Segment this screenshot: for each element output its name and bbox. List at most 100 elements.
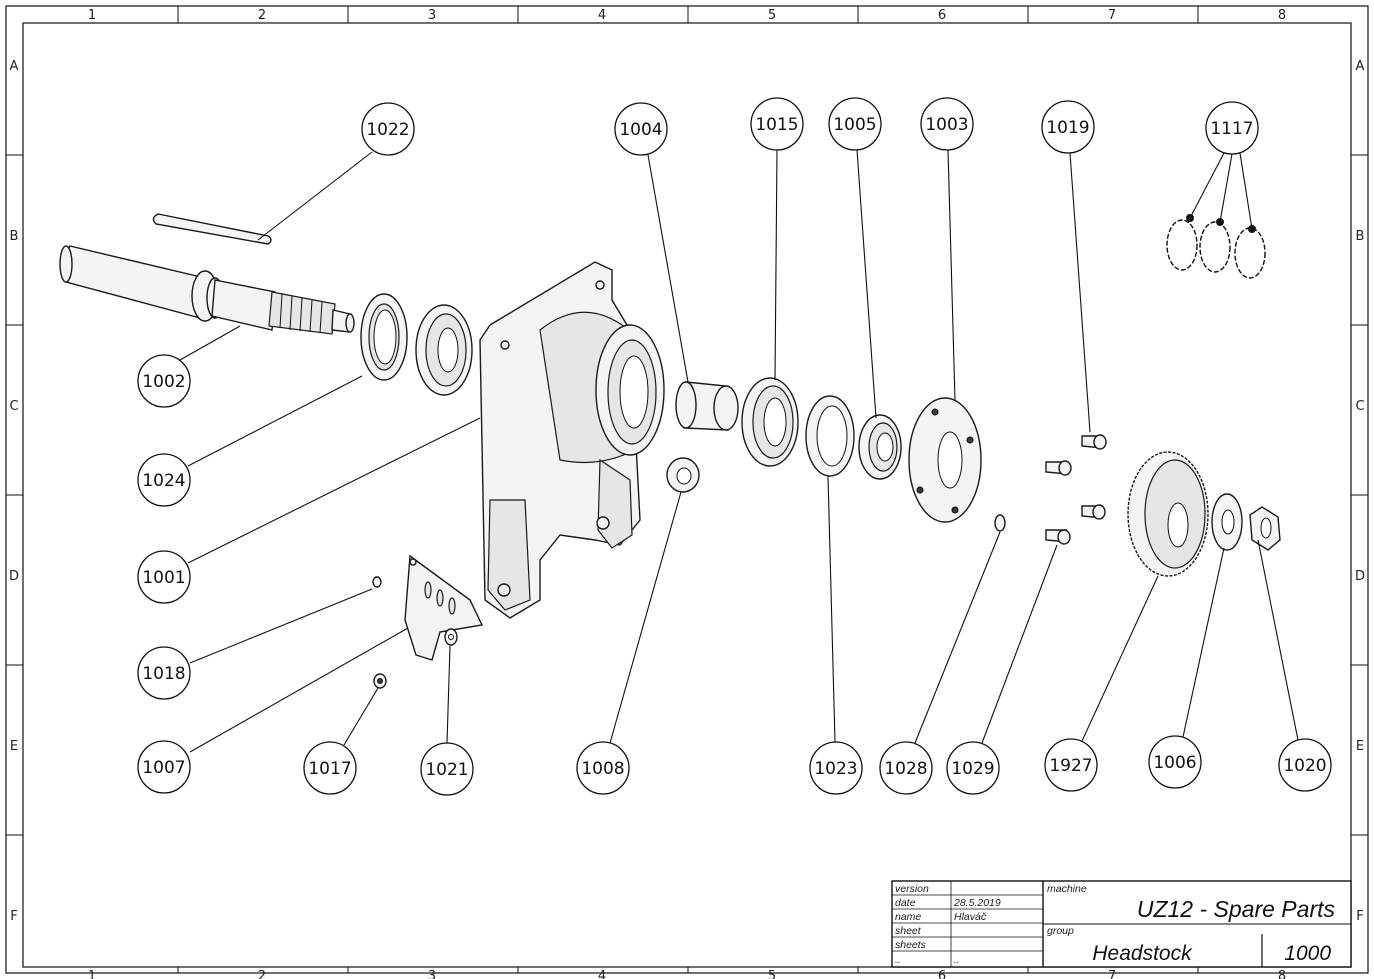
part-1021-nut xyxy=(444,628,458,646)
callout-label-1927: 1927 xyxy=(1049,756,1092,776)
zone-col-top-8: 8 xyxy=(1278,8,1286,23)
callout-1024: 1024 xyxy=(137,453,191,507)
tb-sheet-label: sheet xyxy=(895,925,922,937)
part-1015-bearing xyxy=(741,377,799,467)
leader-lines xyxy=(179,149,1299,753)
tb-group-value: Headstock xyxy=(1092,942,1193,965)
leader-1117-1 xyxy=(1189,152,1225,219)
zone-col-bottom-7: 7 xyxy=(1108,969,1116,979)
zone-row-right-E: E xyxy=(1356,739,1364,754)
part-1018-screw xyxy=(372,576,382,588)
zone-col-top-7: 7 xyxy=(1108,8,1116,23)
leader-1002 xyxy=(179,325,241,361)
zone-col-bottom-3: 3 xyxy=(428,969,436,979)
callout-1003: 1003 xyxy=(920,97,974,151)
leader-dot-1117-2 xyxy=(1216,218,1224,226)
callout-circle-1015 xyxy=(750,97,804,151)
leader-1022 xyxy=(257,151,373,241)
zone-row-left-C: C xyxy=(9,399,18,414)
callout-label-1020: 1020 xyxy=(1283,756,1326,776)
tb-name-label: name xyxy=(895,911,921,923)
leader-1007 xyxy=(189,627,409,753)
leader-1004 xyxy=(647,154,689,383)
callout-label-1004: 1004 xyxy=(619,120,662,140)
part-1020-nut xyxy=(1249,506,1281,551)
part-1019-screws xyxy=(1045,434,1107,545)
callout-1022: 1022 xyxy=(361,102,415,156)
part-1005-nut xyxy=(858,414,902,480)
leader-1927 xyxy=(1081,575,1159,742)
callout-circle-1007 xyxy=(137,740,191,794)
callout-circle-1017 xyxy=(303,741,357,795)
zone-col-top-2: 2 xyxy=(258,8,266,23)
outer-border xyxy=(5,5,1369,974)
callout-circle-1023 xyxy=(809,741,863,795)
callout-circle-1006 xyxy=(1148,735,1202,789)
part-1002-shaft xyxy=(59,245,355,335)
callout-1017: 1017 xyxy=(303,741,357,795)
part-1001-housing xyxy=(479,261,665,619)
tb-sheets-label: sheets xyxy=(895,939,927,951)
part-1927-gear xyxy=(1127,451,1209,577)
zone-col-top-4: 4 xyxy=(598,8,606,23)
leader-1017 xyxy=(343,687,379,746)
callout-circle-1022 xyxy=(361,102,415,156)
tb-date-value: 28.5.2019 xyxy=(953,897,1001,909)
callout-circle-1021 xyxy=(420,742,474,796)
callout-circle-1927 xyxy=(1044,738,1098,792)
leader-dot-1117-3 xyxy=(1248,225,1256,233)
leader-1117-3 xyxy=(1239,152,1253,230)
zone-col-bottom-6: 6 xyxy=(938,969,946,979)
callout-circle-1003 xyxy=(920,97,974,151)
zone-row-left-A: A xyxy=(10,59,19,74)
zone-col-top-1: 1 xyxy=(88,8,96,23)
callout-1008: 1008 xyxy=(576,741,630,795)
tb-extra-value: .. xyxy=(954,954,960,966)
callout-label-1005: 1005 xyxy=(833,115,876,135)
tb-number-value: 1000 xyxy=(1284,942,1331,965)
callout-1015: 1015 xyxy=(750,97,804,151)
part-1003-flange xyxy=(908,397,982,523)
leader-1020 xyxy=(1257,539,1299,741)
callout-label-1023: 1023 xyxy=(814,759,857,779)
part-1006-washer xyxy=(1211,493,1243,551)
callout-label-1002: 1002 xyxy=(142,372,185,392)
callout-circle-1117 xyxy=(1205,101,1259,155)
tb-extra-label: .. xyxy=(895,954,901,966)
callout-label-1015: 1015 xyxy=(755,115,798,135)
leader-1024 xyxy=(187,375,363,467)
callout-label-1003: 1003 xyxy=(925,115,968,135)
callout-label-1024: 1024 xyxy=(142,471,185,491)
zone-row-right-D: D xyxy=(1355,569,1365,584)
callout-label-1029: 1029 xyxy=(951,759,994,779)
zone-col-bottom-4: 4 xyxy=(598,969,606,979)
callout-label-1018: 1018 xyxy=(142,664,185,684)
callout-circle-1019 xyxy=(1041,100,1095,154)
tb-version-label: version xyxy=(895,883,929,895)
callout-label-1019: 1019 xyxy=(1046,118,1089,138)
zone-col-bottom-2: 2 xyxy=(258,969,266,979)
callout-circle-1029 xyxy=(946,741,1000,795)
callout-1005: 1005 xyxy=(828,97,882,151)
zone-row-right-C: C xyxy=(1355,399,1364,414)
callout-label-1001: 1001 xyxy=(142,568,185,588)
zone-col-top-6: 6 xyxy=(938,8,946,23)
callout-label-1007: 1007 xyxy=(142,758,185,778)
part-1008-washer xyxy=(666,457,700,493)
zone-grid xyxy=(6,6,1368,973)
callout-label-1117: 1117 xyxy=(1210,119,1253,139)
zone-row-left-D: D xyxy=(9,569,19,584)
part-1017-screw xyxy=(373,673,387,689)
part-bearing-left xyxy=(415,304,473,396)
leader-1029 xyxy=(981,544,1058,744)
callout-circle-1004 xyxy=(614,102,668,156)
title-block: version date 28.5.2019 name Hlaváč sheet… xyxy=(891,880,1352,968)
zone-row-right-A: A xyxy=(1356,59,1365,74)
leader-1021 xyxy=(446,645,451,744)
callout-1002: 1002 xyxy=(137,354,191,408)
callout-circle-1018 xyxy=(137,646,191,700)
callout-1028: 1028 xyxy=(879,741,933,795)
callout-1020: 1020 xyxy=(1278,738,1332,792)
callout-label-1006: 1006 xyxy=(1153,753,1196,773)
